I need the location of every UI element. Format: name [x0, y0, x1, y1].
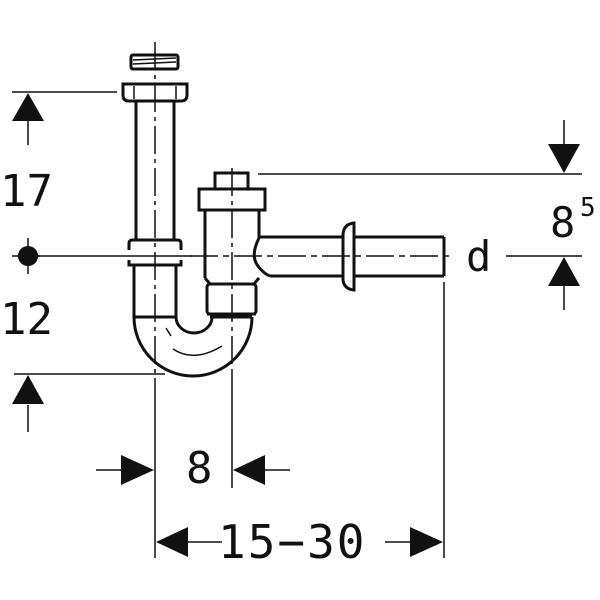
dim-label-diameter: d	[466, 232, 492, 281]
arrow-left-icon	[156, 527, 188, 557]
dim-label-outlet-height: 8	[550, 202, 575, 244]
outlet-height-base: 8	[550, 198, 576, 247]
dim-label-17: 17	[0, 166, 53, 217]
arrow-down-icon	[548, 144, 580, 173]
outlet-height-superscript: 5	[580, 193, 596, 223]
dim-label-12: 12	[0, 294, 53, 345]
arrow-right-icon	[121, 455, 154, 485]
axis-marker-cross	[12, 238, 40, 274]
arrow-up-icon	[12, 375, 44, 404]
u-bend	[132, 316, 254, 378]
dim-label-range: 15−30	[218, 515, 367, 569]
center-lines	[154, 42, 452, 380]
arrow-up-icon	[12, 93, 44, 121]
arrowheads	[12, 93, 580, 557]
arrow-up-icon	[548, 257, 580, 286]
arrow-right-icon	[410, 527, 443, 557]
dimension-lines	[12, 91, 582, 558]
arrow-left-icon	[233, 455, 265, 485]
dim-label-8: 8	[186, 443, 213, 494]
